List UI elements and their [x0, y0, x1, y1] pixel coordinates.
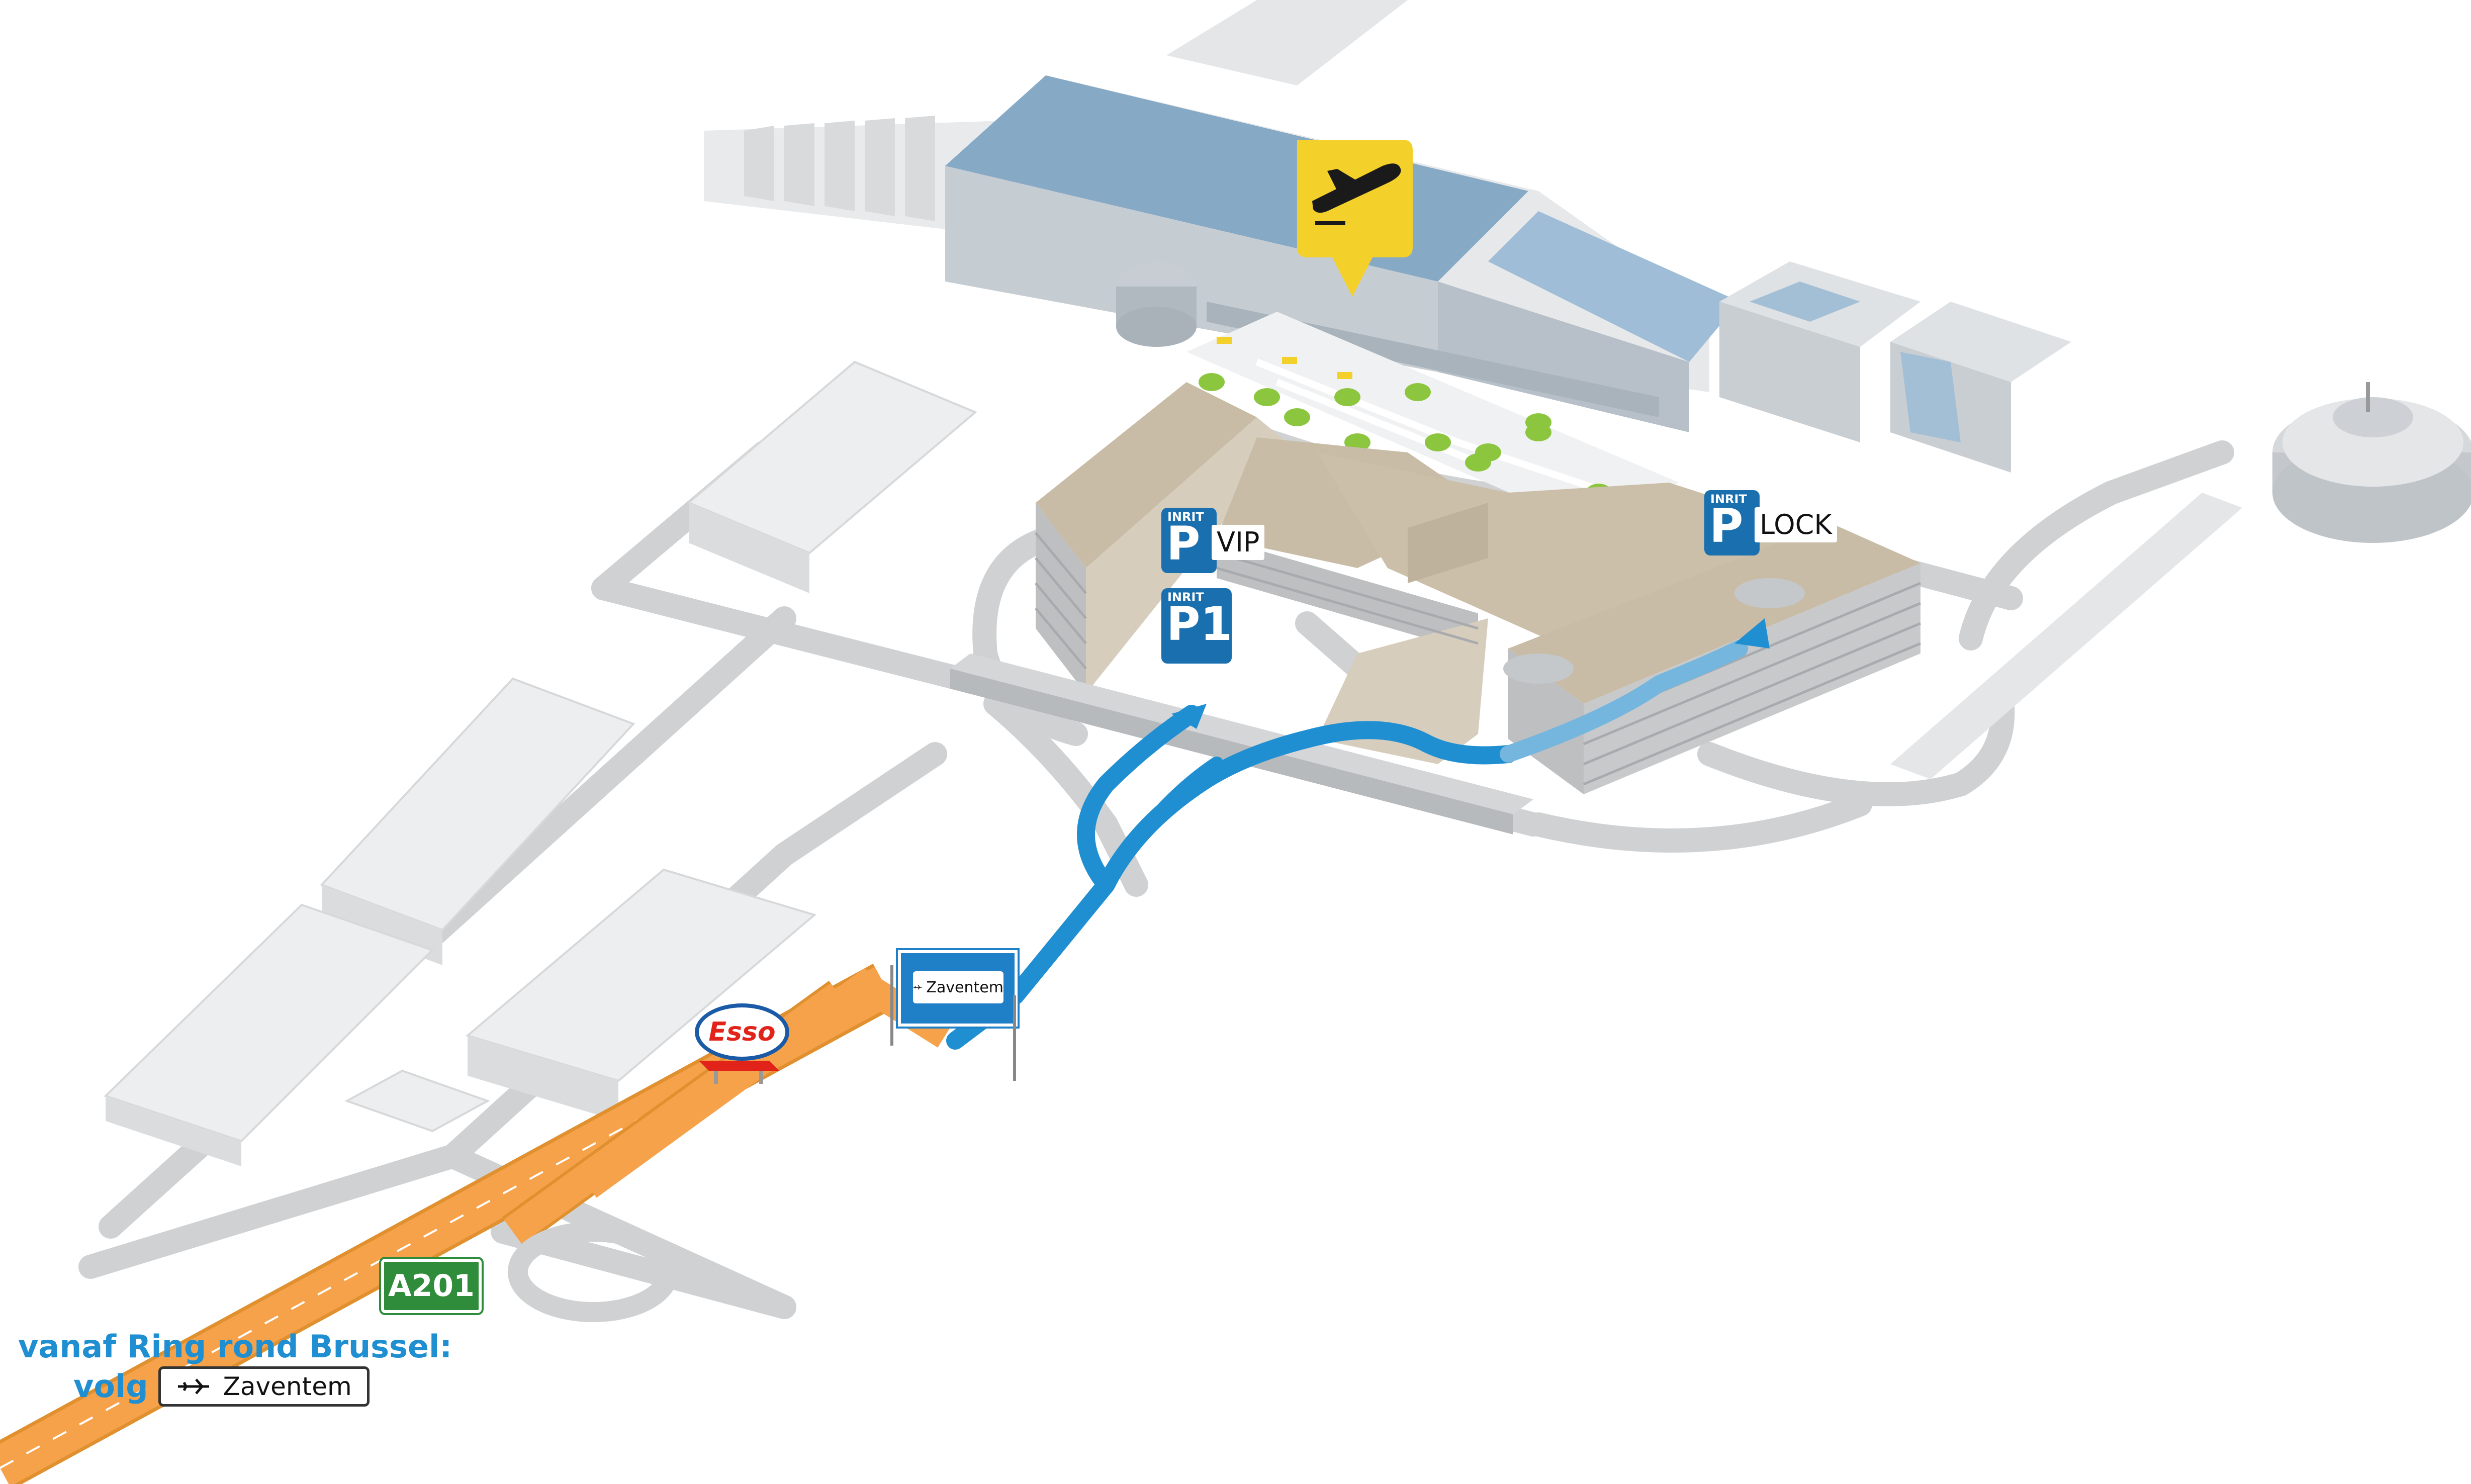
- departures-sign: [1297, 140, 1413, 297]
- inrit-label: INRIT: [1710, 492, 1747, 506]
- route-path: [946, 618, 1770, 1050]
- parking-p1-label: P1: [1166, 597, 1233, 651]
- caption-follow: volg: [73, 1368, 148, 1405]
- control-tower-building: [2272, 382, 2471, 543]
- gantry-sign: Zaventem: [896, 948, 1020, 1029]
- parking-p1-badge: INRIT P1: [1161, 588, 1232, 664]
- road-shield-a201: A201: [379, 1257, 484, 1315]
- departures-plane-icon: [1312, 163, 1401, 225]
- zaventem-sign-text: Zaventem: [223, 1372, 352, 1401]
- parking-letter: P: [1166, 517, 1201, 571]
- parking-vip-badge: INRIT P VIP: [1161, 508, 1265, 573]
- plane-icon: [913, 985, 922, 990]
- esso-logo: Esso: [695, 1003, 789, 1061]
- gas-station-canopy: [699, 1061, 779, 1084]
- parking-letter: P: [1709, 499, 1744, 553]
- plane-icon: [177, 1378, 209, 1395]
- parking-lock-label: LOCK: [1755, 507, 1837, 542]
- route-caption: vanaf Ring rond Brussel: volg Zaventem: [18, 1327, 452, 1407]
- gantry-posts: [890, 965, 1016, 1081]
- zaventem-direction-sign: Zaventem: [158, 1366, 370, 1407]
- caption-line-1: vanaf Ring rond Brussel:: [18, 1328, 452, 1365]
- surrounding-buildings: [104, 0, 2242, 1166]
- elevated-roadway: [950, 654, 1533, 834]
- inrit-label: INRIT: [1167, 510, 1204, 524]
- parking-lock-badge: INRIT P LOCK: [1704, 490, 1837, 555]
- parking-vip-label: VIP: [1212, 525, 1265, 560]
- inrit-label: INRIT: [1167, 590, 1204, 604]
- gantry-sign-text: Zaventem: [926, 978, 1003, 996]
